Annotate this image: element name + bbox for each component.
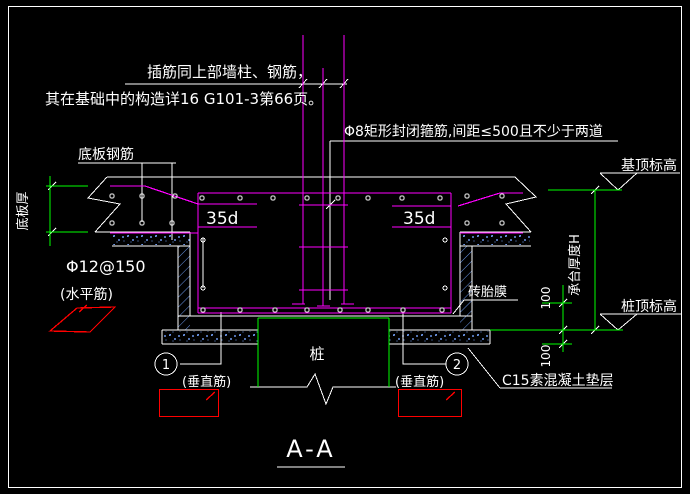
rebar-lines <box>110 35 523 314</box>
concrete-outline <box>87 176 538 406</box>
vertical-rebar-label-right: (垂直筋) <box>395 374 444 390</box>
stirrup-note: Φ8矩形封闭箍筋,间距≤500且不少于两道 <box>344 123 603 140</box>
callout-circle-2 <box>445 352 469 376</box>
callout-number-2: 2 <box>453 358 461 373</box>
horizontal-rebar-spec: Φ12@150 <box>66 257 146 276</box>
dimension-lines <box>46 176 623 387</box>
highlight-parallelogram <box>48 306 117 333</box>
highlight-box-right <box>397 388 463 418</box>
drawing-frame <box>8 6 682 488</box>
section-title: A-A <box>286 435 335 463</box>
highlight-marks <box>48 304 463 418</box>
rebar-section-dots <box>109 193 505 313</box>
pile-top-level-label: 桩顶标高 <box>621 298 677 315</box>
callout-circle-1 <box>154 352 178 376</box>
dowel-note-line2: 其在基础中的构造详16 G101-3第66页。 <box>45 90 323 108</box>
dim-100-upper: 100 <box>539 287 553 310</box>
vertical-rebar-label-left: (垂直筋) <box>182 374 231 390</box>
brick-mold-label: 砖胎膜 <box>468 285 507 300</box>
cap-thickness-label: 承台厚度H <box>567 234 583 296</box>
callout-number-1: 1 <box>162 358 170 373</box>
lap-length-right: 35d <box>403 209 435 229</box>
lap-length-left: 35d <box>206 209 238 229</box>
highlight-ticks <box>78 304 456 401</box>
pile-label: 桩 <box>309 345 324 363</box>
horizontal-rebar-label: (水平筋) <box>60 286 113 303</box>
bottom-rebar-label: 底板钢筋 <box>78 146 134 163</box>
cushion-note: C15素混凝土垫层 <box>502 373 614 389</box>
foundation-top-level-label: 基顶标高 <box>621 157 677 174</box>
dowel-note-line1: 插筋同上部墙柱、钢筋， <box>147 63 312 81</box>
slab-thickness-label: 底板厚 <box>15 191 31 230</box>
dim-100-lower: 100 <box>539 345 553 368</box>
annotation-leaders <box>78 83 682 468</box>
cushion-speckle <box>113 234 530 343</box>
brick-formwork-hatch <box>178 246 472 330</box>
highlight-box-left <box>158 388 220 418</box>
